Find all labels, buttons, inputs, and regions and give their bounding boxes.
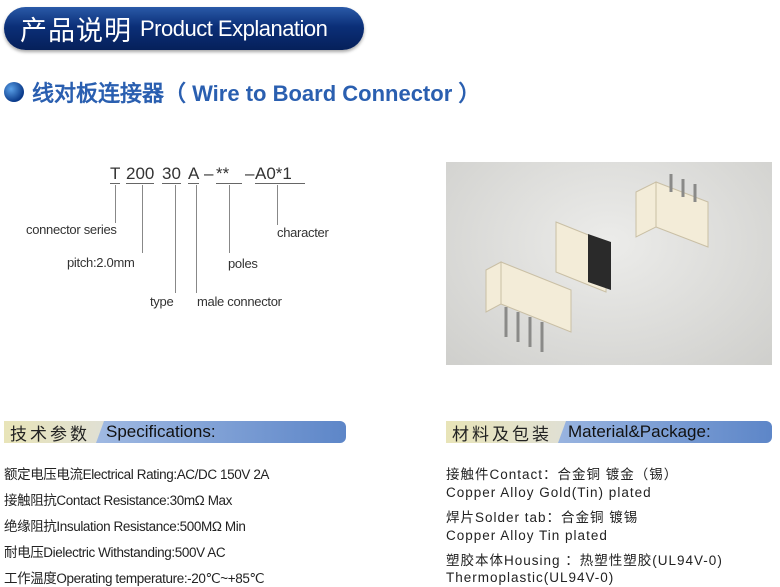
pn-male: A [188, 164, 200, 184]
bullet-icon [4, 82, 24, 102]
spec-item: 绝缘阻抗Insulation Resistance:500MΩ Min [4, 519, 246, 534]
spec-item: 接触阻抗Contact Resistance:30mΩ Max [4, 493, 233, 508]
material-title-en: Material&Package: [568, 422, 711, 441]
leader-line [196, 185, 197, 293]
leader-line [115, 185, 116, 223]
leader-line [142, 185, 143, 253]
label-poles: poles [228, 256, 258, 271]
header-title-en: Product Explanation [140, 15, 328, 41]
header-title-cn: 产品说明 [20, 16, 132, 46]
specs-title-cn: 技术参数 [4, 421, 104, 443]
material-item: 塑胶本体Housing ：热塑性塑胶(UL94V-0) [446, 553, 723, 568]
pn-sep: – [245, 164, 255, 183]
spec-item: 耐电压Dielectric Withstanding:500V AC [4, 545, 226, 560]
material-item: 接触件Contact：合金铜 镀金（锡） [446, 467, 679, 482]
pn-sep: – [204, 164, 214, 183]
leader-line [277, 185, 278, 225]
connector-photo [446, 162, 772, 365]
pn-poles: ** [216, 164, 242, 184]
material-title-cn: 材料及包装 [446, 421, 566, 443]
section-header: 产品说明 Product Explanation [4, 7, 364, 50]
pn-series: T [110, 164, 121, 184]
subtitle-text: 线对板连接器（ Wire to Board Connector ） [32, 81, 481, 106]
label-pitch: pitch:2.0mm [67, 255, 135, 270]
pn-pitch: 200 [126, 164, 155, 184]
material-item: 焊片Solder tab：合金铜 镀锡 [446, 510, 639, 525]
label-male: male connector [197, 294, 282, 309]
label-series: connector series [26, 222, 117, 237]
material-banner: 材料及包装 Material&Package: [446, 421, 772, 443]
pn-character: A0*1 [255, 164, 305, 184]
leader-line [175, 185, 176, 293]
product-subtitle: 线对板连接器（ Wire to Board Connector ） [4, 76, 480, 108]
label-type: type [150, 294, 174, 309]
specifications-banner: 技术参数 Specifications: [4, 421, 346, 443]
spec-item: 额定电压电流Electrical Rating:AC/DC 150V 2A [4, 467, 270, 482]
leader-line [229, 185, 230, 253]
label-character: character [277, 225, 329, 240]
material-item: Thermoplastic(UL94V-0) [446, 570, 615, 585]
material-item: Copper Alloy Gold(Tin) plated [446, 485, 652, 500]
pn-type: 30 [162, 164, 181, 184]
spec-item: 工作温度Operating temperature:-20℃~+85℃ [4, 571, 265, 586]
material-item: Copper Alloy Tin plated [446, 528, 608, 543]
specs-title-en: Specifications: [106, 422, 216, 441]
